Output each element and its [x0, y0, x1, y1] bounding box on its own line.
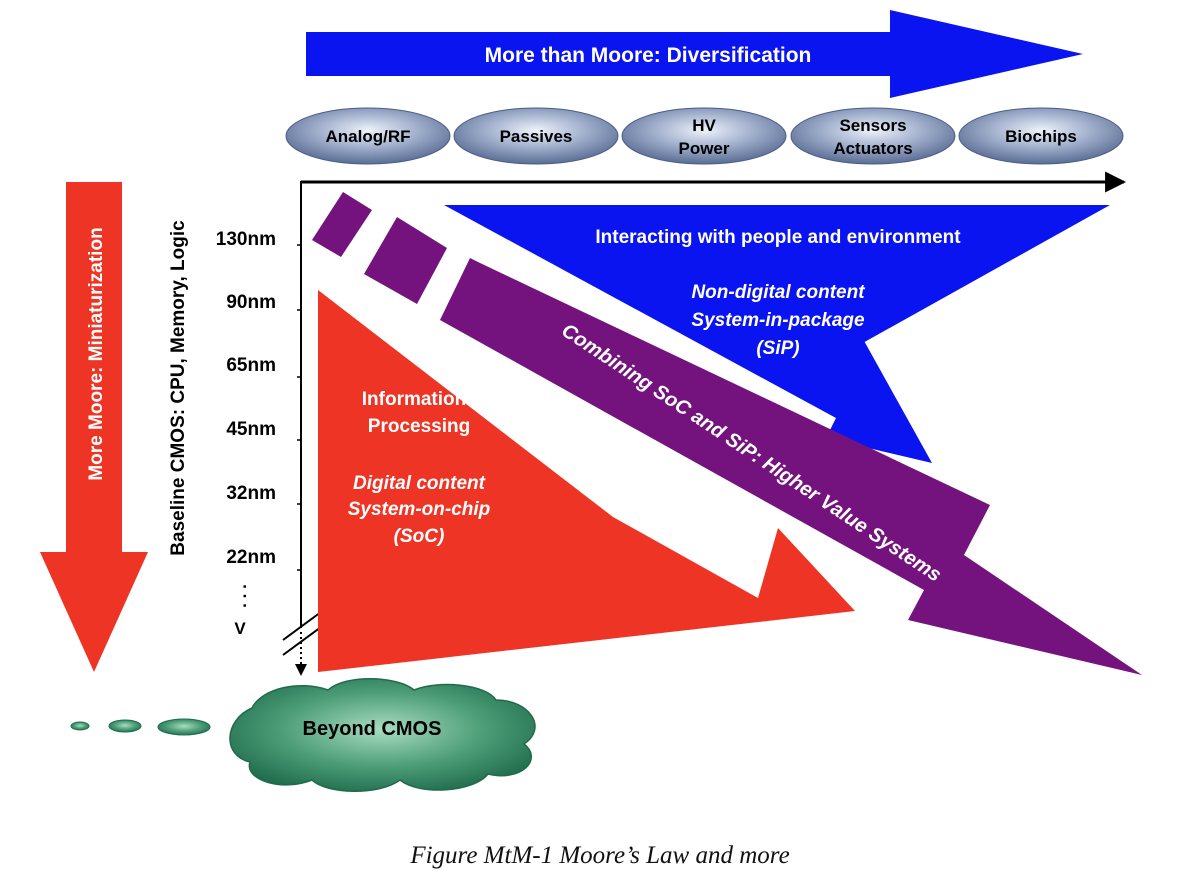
figure-caption: Figure MtM-1 Moore’s Law and more: [410, 842, 790, 869]
category-hv-power: HV Power: [621, 107, 787, 165]
node-90nm: 90nm: [226, 292, 276, 313]
axis-break-2: [282, 626, 322, 656]
soc-line2: System-on-chip: [348, 499, 491, 520]
baseline-cmos-label: Baseline CMOS: CPU, Memory, Logic: [168, 220, 189, 556]
soc-region: [318, 290, 855, 672]
axis-break-1: [282, 611, 322, 641]
sip-line2: System-in-package: [691, 310, 865, 331]
more-moore-arrow: [40, 182, 148, 672]
higher-value-band: [312, 192, 1142, 675]
node-130nm: 130nm: [216, 229, 276, 250]
vertical-axis-head: [295, 664, 307, 676]
node-65nm: 65nm: [226, 355, 276, 376]
node-ellipsis: . . .: [231, 584, 250, 608]
beyond-cmos-cloud: [229, 678, 536, 792]
beyond-cmos-label: Beyond CMOS: [303, 718, 442, 740]
more-moore-label: More Moore: Miniaturization: [86, 227, 107, 480]
more-than-moore-arrow: [306, 10, 1083, 98]
thought-bubbles: [70, 718, 211, 736]
purple-arrow: [440, 258, 1142, 675]
node-v: V: [234, 619, 246, 638]
soc-line1: Digital content: [353, 473, 486, 494]
category-passives: Passives: [453, 107, 619, 165]
sip-title: Interacting with people and environment: [595, 227, 961, 248]
node-22nm: 22nm: [226, 547, 276, 568]
node-45nm: 45nm: [226, 419, 276, 440]
category-sensors-actuators: Sensors Actuators: [790, 107, 956, 165]
axis-ticks: [297, 244, 301, 571]
svg-text:Biochips: Biochips: [1005, 127, 1077, 146]
sip-line3: (SiP): [756, 338, 799, 359]
svg-text:Sensors: Sensors: [839, 116, 906, 135]
svg-text:Analog/RF: Analog/RF: [326, 127, 411, 146]
category-biochips: Biochips: [958, 107, 1124, 165]
sip-region: [444, 205, 1110, 463]
purple-dash-1: [312, 192, 372, 257]
more-than-moore-label: More than Moore: Diversification: [485, 44, 812, 67]
svg-text:HV: HV: [692, 116, 716, 135]
soc-title1: Information: [362, 389, 467, 410]
category-analog-rf: Analog/RF: [285, 107, 451, 165]
node-32nm: 32nm: [226, 483, 276, 504]
purple-dash-2: [364, 217, 447, 304]
soc-line3: (SoC): [394, 526, 445, 547]
soc-title2: Processing: [368, 416, 470, 437]
svg-text:Actuators: Actuators: [833, 139, 912, 158]
sip-line1: Non-digital content: [691, 282, 865, 303]
svg-text:Power: Power: [678, 139, 729, 158]
svg-text:Passives: Passives: [500, 127, 573, 146]
